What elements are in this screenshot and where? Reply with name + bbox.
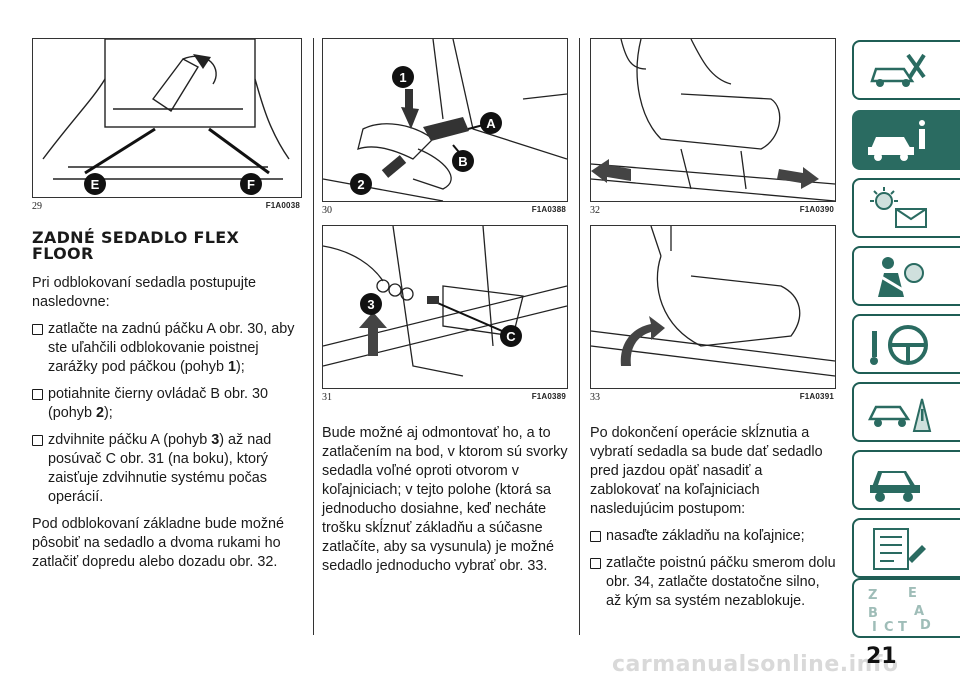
figure-number: 30	[322, 205, 332, 216]
column-divider	[579, 38, 580, 635]
page-number: 21	[866, 644, 897, 669]
intro-paragraph: Pri odblokovaní sedadla postupujte nasle…	[32, 275, 257, 310]
index-letter: E	[908, 586, 917, 601]
movement-number: 3	[211, 432, 220, 448]
figure-33	[590, 225, 836, 389]
figure-33-caption: 33 F1A0391	[590, 389, 834, 403]
checkbox-bullet-icon	[32, 435, 43, 446]
figure-number: 31	[322, 392, 332, 403]
list-item: nasaďte základňu na koľajnice;	[590, 527, 836, 546]
index-letter: D	[920, 618, 931, 633]
list-item-text: zatlačte poistnú páčku smerom dolu obr. …	[606, 555, 836, 609]
index-letter: T	[898, 620, 907, 633]
index-letter: Z	[868, 588, 877, 603]
warning-lights-icon	[870, 187, 927, 228]
tab-steering-wheel[interactable]	[852, 314, 960, 374]
movement-number: 1	[228, 359, 237, 375]
figure-32	[590, 38, 836, 202]
removal-paragraph: Bude možné aj odmontovať ho, a to zatlač…	[322, 425, 568, 574]
callout-e-label: E	[91, 177, 100, 192]
column-2-text: Bude možné aj odmontovať ho, a to zatlač…	[322, 424, 568, 584]
callout-2-label: 2	[357, 177, 364, 192]
tab-index[interactable]: Z E B A I C T D	[852, 578, 960, 638]
figure-30-illustration: 1 2 A B	[323, 39, 567, 201]
callout-a-label: A	[486, 116, 496, 131]
checkbox-bullet-icon	[32, 389, 43, 400]
figure-number: 33	[590, 392, 600, 403]
figure-30: 1 2 A B	[322, 38, 568, 202]
checkbox-bullet-icon	[32, 324, 43, 335]
list-item-text: );	[104, 405, 113, 421]
callout-b-label: B	[458, 154, 467, 169]
list-item-text: nasaďte základňu na koľajnice;	[606, 528, 805, 544]
tab-specifications[interactable]	[852, 518, 960, 578]
tab-airbag[interactable]	[852, 246, 960, 306]
tab-car-info[interactable]	[852, 110, 960, 170]
figure-30-caption: 30 F1A0388	[322, 202, 566, 216]
figure-32-caption: 32 F1A0390	[590, 202, 834, 216]
figure-31-caption: 31 F1A0389	[322, 389, 566, 403]
watermark: carmanualsonline.info	[612, 652, 899, 677]
figure-29-caption: 29 F1A0038	[32, 198, 300, 212]
figure-code: F1A0038	[265, 201, 300, 210]
figure-31-illustration: 3 C	[323, 226, 567, 377]
figure-32-illustration	[591, 39, 835, 201]
closing-paragraph: Pod odblokovaní základne bude možné pôso…	[32, 516, 285, 570]
figure-29: E F	[32, 38, 302, 198]
list-item: potiahnite čierny ovládač B obr. 30 (poh…	[32, 385, 304, 423]
movement-number: 2	[96, 405, 105, 421]
car-service-icon	[870, 471, 920, 502]
figure-31: 3 C	[322, 225, 568, 389]
tab-car-breakdown[interactable]	[852, 382, 960, 442]
index-letter: B	[868, 606, 878, 621]
tab-car-tools[interactable]	[852, 40, 960, 100]
list-item: zatlačte poistnú páčku smerom dolu obr. …	[590, 554, 836, 611]
figure-29-illustration: E F	[42, 39, 290, 195]
index-letter: C	[884, 620, 894, 633]
car-tools-icon	[870, 53, 926, 87]
list-item: zatlačte na zadnú páčku A obr. 30, aby s…	[32, 320, 304, 377]
tab-car-service[interactable]	[852, 450, 960, 510]
specifications-icon	[873, 528, 926, 570]
figure-33-illustration	[591, 226, 835, 377]
figure-number: 29	[32, 201, 42, 212]
column-divider	[313, 38, 314, 635]
index-icon: Z E B A I C T D	[868, 586, 931, 633]
checkbox-bullet-icon	[590, 531, 601, 542]
figure-code: F1A0388	[531, 205, 566, 214]
section-heading: ZADNÉ SEDADLO FLEX FLOOR	[32, 230, 302, 262]
list-item-text: zatlačte na zadnú páčku A obr. 30, aby s…	[48, 321, 295, 375]
car-info-icon	[868, 120, 925, 161]
callout-E: E	[84, 173, 106, 195]
list-item: zdvihnite páčku A (pohyb 3) až nad posúv…	[32, 431, 304, 507]
callout-1-label: 1	[399, 70, 406, 85]
callout-F: F	[240, 173, 262, 195]
index-letter: A	[914, 604, 924, 619]
section-heading-line: FLOOR	[32, 244, 94, 263]
figure-code: F1A0389	[531, 392, 566, 401]
figure-code: F1A0391	[799, 392, 834, 401]
airbag-icon	[877, 257, 924, 297]
list-item-text: zdvihnite páčku A (pohyb	[48, 432, 212, 448]
callout-f-label: F	[247, 177, 255, 192]
reinstall-paragraph: Po dokončení operácie skĺznutia a vybrat…	[590, 425, 823, 517]
column-3-text: Po dokončení operácie skĺznutia a vybrat…	[590, 424, 836, 619]
tab-warning-lights[interactable]	[852, 178, 960, 238]
index-letter: I	[872, 620, 877, 633]
callout-3-label: 3	[367, 297, 374, 312]
column-1-text: Pri odblokovaní sedadla postupujte nasle…	[32, 274, 304, 580]
section-heading-line: ZADNÉ SEDADLO FLEX	[32, 228, 240, 247]
figure-number: 32	[590, 205, 600, 216]
car-breakdown-icon	[867, 398, 932, 432]
list-item-text: ) až nad posúvač C obr. 31 (na boku), kt…	[48, 432, 272, 505]
figure-code: F1A0390	[799, 205, 834, 214]
callout-c-label: C	[506, 329, 516, 344]
checkbox-bullet-icon	[590, 558, 601, 569]
list-item-text: );	[236, 359, 245, 375]
steering-wheel-icon	[870, 325, 928, 365]
list-item-text: potiahnite čierny ovládač B obr. 30 (poh…	[48, 386, 268, 421]
